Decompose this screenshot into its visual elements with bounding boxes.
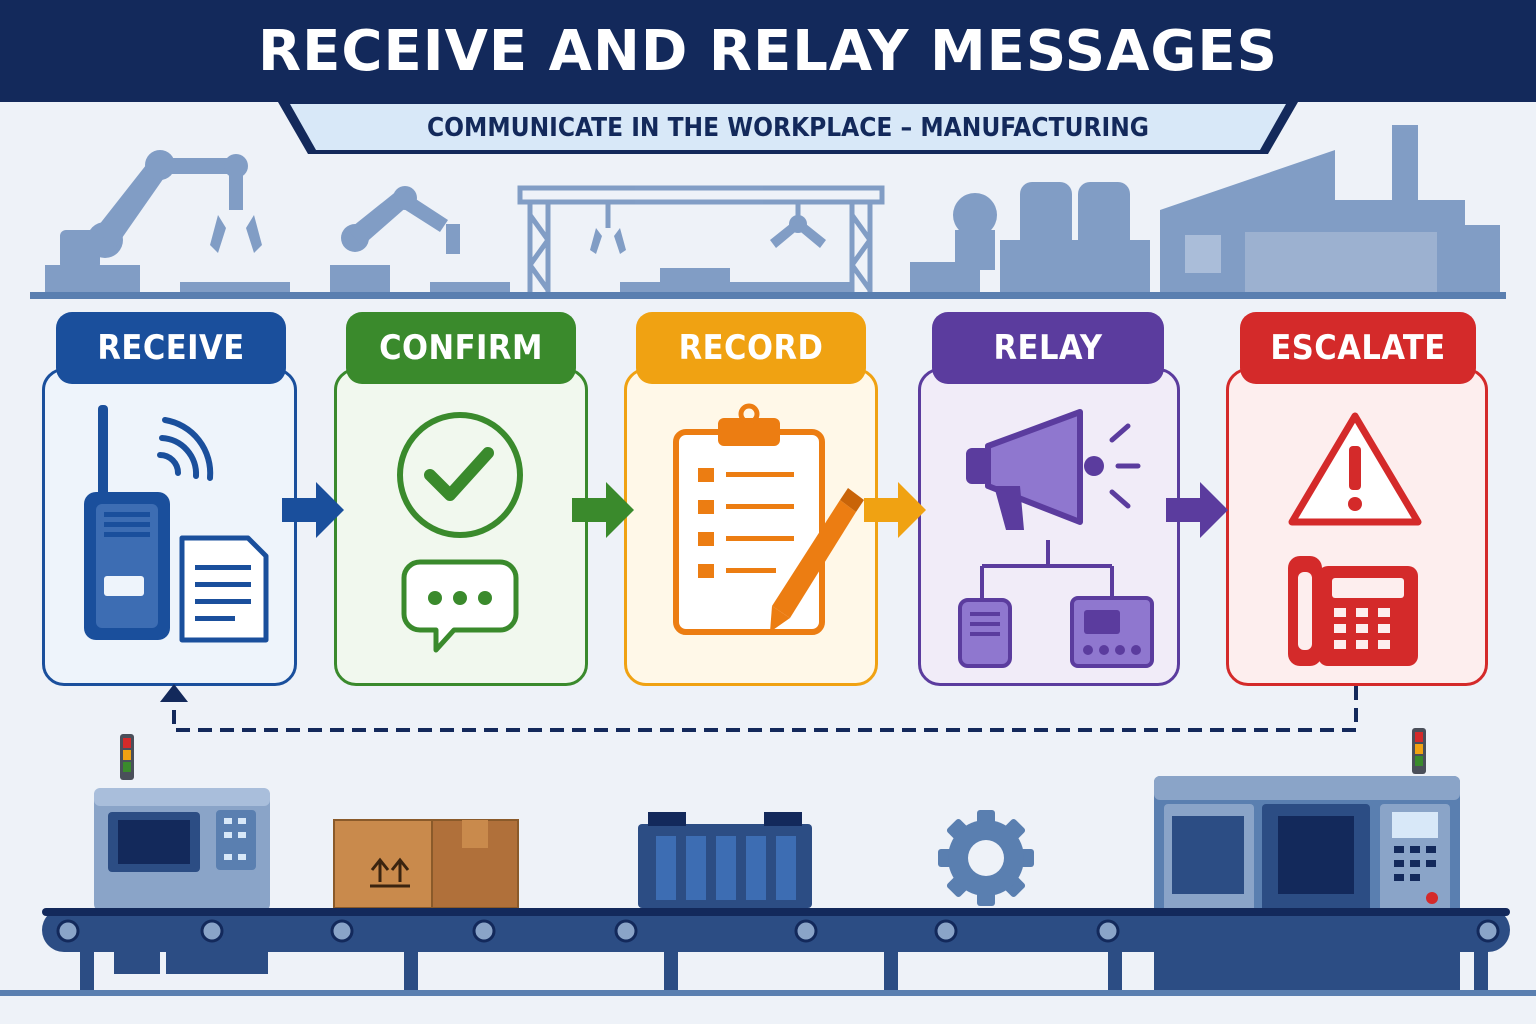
storage-tanks-icon (910, 182, 1150, 296)
warehouse-building-icon (1160, 125, 1500, 296)
factory-skyline-illustration (30, 125, 1506, 299)
robot-arm-icon (330, 186, 510, 295)
industrial-machine-icon (1154, 728, 1460, 996)
step-card-record (624, 368, 878, 686)
step-card-receive (42, 368, 297, 686)
cnc-machine-icon (94, 734, 270, 912)
arrow-confirm-to-record (572, 482, 634, 538)
arrow-record-to-relay (864, 482, 926, 538)
gantry-crane-icon (517, 185, 885, 295)
page-title: RECEIVE AND RELAY MESSAGES (0, 0, 1536, 102)
step-card-relay (918, 368, 1180, 686)
step-label-relay: RELAY (932, 312, 1164, 384)
factory-floor-illustration (0, 728, 1536, 996)
step-label-record: RECORD (636, 312, 866, 384)
gear-icon (938, 810, 1034, 906)
cardboard-box-icon (333, 819, 519, 909)
crate-icon (638, 812, 812, 908)
step-label-receive: RECEIVE (56, 312, 286, 384)
subtitle-text: COMMUNICATE IN THE WORKPLACE – MANUFACTU… (426, 113, 1150, 143)
step-label-escalate: ESCALATE (1240, 312, 1476, 384)
robot-arm-icon (45, 150, 290, 296)
step-card-escalate (1226, 368, 1488, 686)
conveyor-belt-icon (42, 908, 1510, 994)
arrow-receive-to-confirm (282, 482, 344, 538)
subtitle-banner: COMMUNICATE IN THE WORKPLACE – MANUFACTU… (278, 102, 1298, 154)
step-card-confirm (334, 368, 588, 686)
arrow-relay-to-escalate (1166, 482, 1228, 538)
step-label-confirm: CONFIRM (346, 312, 576, 384)
